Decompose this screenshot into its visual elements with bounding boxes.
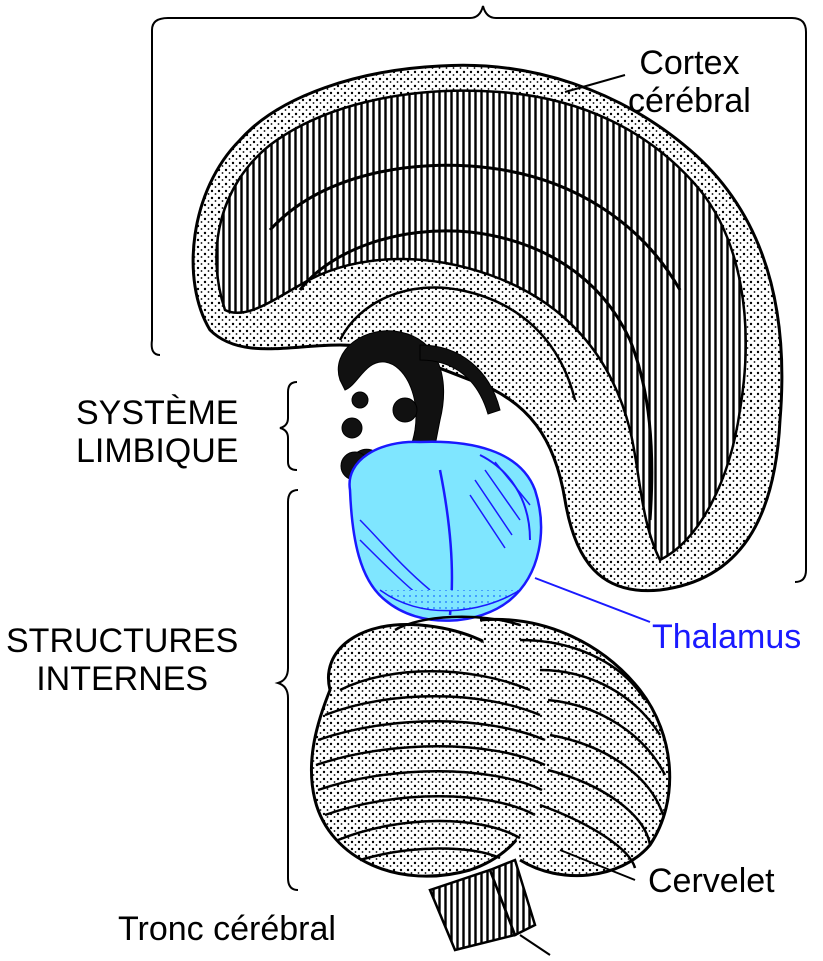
brainstem: [311, 617, 669, 876]
tronc-label: Tronc cérébral: [118, 910, 336, 948]
thalamus-label: Thalamus: [652, 618, 801, 656]
limbic-label-line1: SYSTÈME: [76, 394, 238, 432]
structures-label-line1: STRUCTURES: [6, 622, 238, 660]
tronc-pointer: [520, 935, 550, 955]
cortex-label-line1: Cortex: [628, 44, 751, 82]
limbic-label-line2: LIMBIQUE: [76, 432, 238, 470]
limbic-bracket: [280, 382, 297, 470]
structures-bracket: [278, 490, 298, 890]
limbic-label: SYSTÈME LIMBIQUE: [76, 394, 238, 470]
structures-label-line2: INTERNES: [6, 660, 238, 698]
cortex-label-line2: cérébral: [628, 82, 751, 120]
thalamus-shape: [350, 442, 541, 621]
cortex-label: Cortex cérébral: [628, 44, 751, 120]
cervelet-label: Cervelet: [648, 862, 775, 900]
structures-label: STRUCTURES INTERNES: [6, 622, 238, 698]
